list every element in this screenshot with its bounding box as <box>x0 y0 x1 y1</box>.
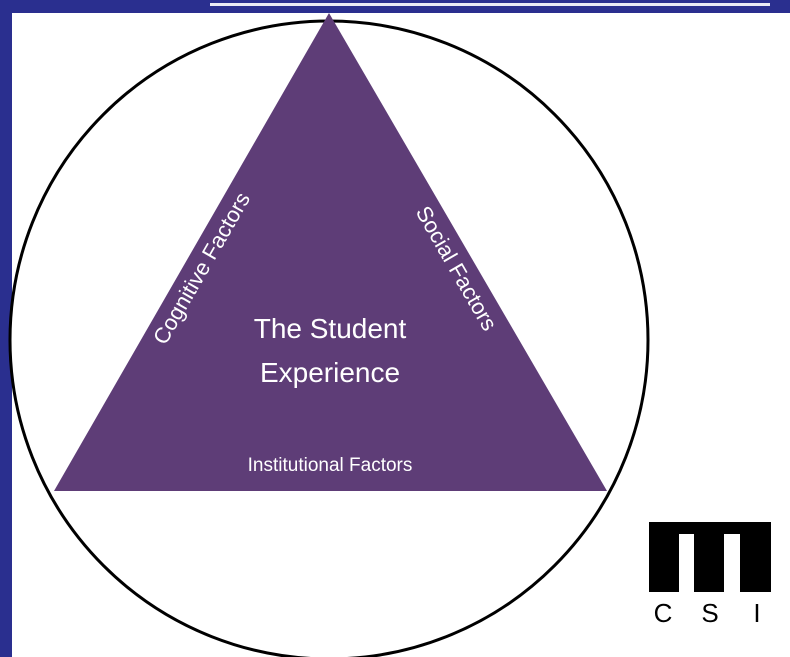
top-heading-fragment <box>210 3 770 6</box>
center-label-line1: The Student <box>254 313 407 344</box>
student-experience-triangle <box>54 13 607 491</box>
left-blue-bar <box>0 0 12 657</box>
top-blue-bar <box>0 0 790 13</box>
logo-letter-c: C <box>654 598 673 628</box>
logo-column-3 <box>740 522 771 592</box>
csi-logo: C S I <box>649 522 771 628</box>
institutional-factors-label: Institutional Factors <box>248 455 413 476</box>
logo-letter-i: I <box>753 598 760 628</box>
logo-column-1 <box>649 522 679 592</box>
logo-letter-s: S <box>701 598 718 628</box>
center-label-line2: Experience <box>260 357 400 388</box>
logo-column-2 <box>694 522 724 592</box>
